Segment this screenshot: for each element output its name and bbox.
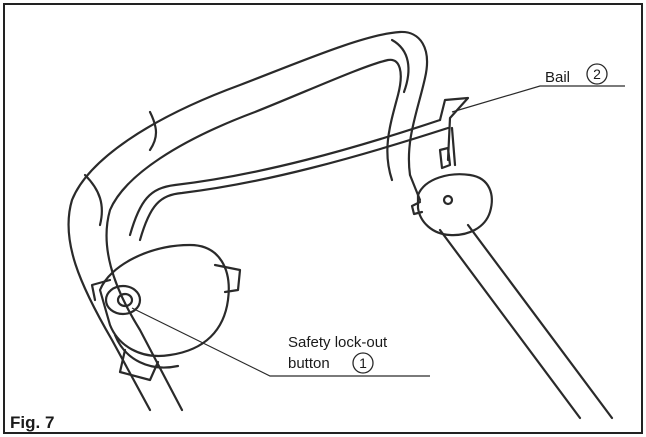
bail-right-drop <box>450 126 457 167</box>
bail-bar-upper <box>128 118 442 237</box>
left-control-housing <box>98 243 230 358</box>
bail-bar-lower <box>138 126 450 242</box>
mower-handle-drawing <box>67 30 614 420</box>
bail-right-hook <box>438 96 470 162</box>
right-control-housing <box>416 173 493 237</box>
callout-bail: Bail 2 <box>545 63 608 86</box>
right-housing-clip <box>438 146 452 170</box>
handle-tube-outer <box>67 30 429 412</box>
left-housing-base <box>118 348 160 382</box>
bail-number-circle <box>586 63 608 85</box>
safety-lockout-number-circle <box>352 352 374 374</box>
safety-lockout-label-line1: Safety lock-out <box>288 334 388 351</box>
figure-caption: Fig. 7 <box>10 413 54 432</box>
safety-lockout-number: 1 <box>359 355 367 371</box>
bail-label: Bail <box>545 69 570 86</box>
bail-leader-line <box>451 85 625 113</box>
safety-lockout-label-line2: button <box>288 355 330 372</box>
leader-lines <box>131 85 625 377</box>
safety-lockout-button <box>104 284 142 316</box>
safety-lockout-button-core <box>116 292 134 308</box>
right-housing-knob <box>410 200 424 216</box>
left-housing-tab <box>213 263 242 294</box>
handle-left-seam-2 <box>148 110 158 152</box>
button-bracket <box>90 278 112 302</box>
handle-top-seam <box>390 38 410 94</box>
right-tube-right-edge <box>466 223 614 420</box>
bail-number: 2 <box>593 66 601 82</box>
callout-safety-lockout-button: Safety lock-out button 1 <box>288 334 388 374</box>
handle-left-seam <box>83 173 103 227</box>
button-leader-line <box>131 307 430 377</box>
handle-tube-inner <box>105 58 402 412</box>
figure-frame <box>3 3 643 434</box>
right-tube-left-edge <box>438 228 582 420</box>
left-housing-lower <box>113 333 180 369</box>
right-housing-pivot <box>442 194 454 206</box>
